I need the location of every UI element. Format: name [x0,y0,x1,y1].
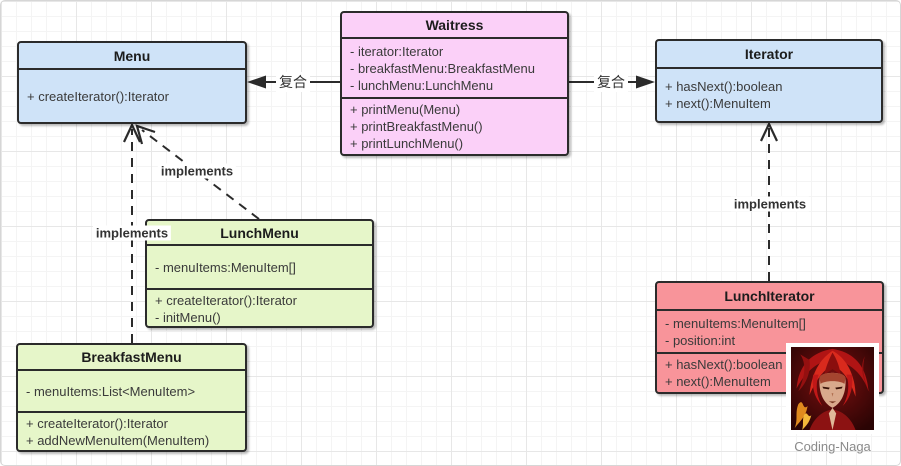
method-row: + createIterator():Iterator [27,88,169,104]
method-row: + createIterator():Iterator [26,416,168,431]
method-row: + printMenu(Menu) [350,102,461,117]
methods-section: + createIterator():Iterator - initMenu() [147,288,372,328]
realization-arrow-lunchiterator-iterator[interactable] [760,121,778,281]
class-title-waitress: Waitress [342,13,567,39]
method-row: + printBreakfastMenu() [350,119,483,134]
class-box-lunchiterator[interactable]: LunchIterator - menuItems:MenuItem[] - p… [655,281,884,394]
realization-arrow-breakfastmenu-menu[interactable] [123,122,141,343]
attributes-section: - iterator:Iterator - breakfastMenu:Brea… [342,39,567,97]
attribute-row: - lunchMenu:LunchMenu [350,77,494,93]
method-row: + printLunchMenu() [350,136,464,151]
relation-label-implements-lunchiterator: implements [730,196,810,212]
relation-label-composition-menu: 复合 [276,72,310,92]
attribute-row: - iterator:Iterator [350,43,444,59]
class-title-breakfastmenu: BreakfastMenu [18,345,245,371]
watermark-avatar-image [791,347,874,430]
class-box-breakfastmenu[interactable]: BreakfastMenu - menuItems:List<MenuItem>… [16,343,247,452]
method-row: + hasNext():boolean [665,79,783,94]
class-box-lunchmenu[interactable]: LunchMenu - menuItems:MenuItem[] + creat… [145,219,374,328]
method-row: + next():MenuItem [665,374,771,389]
attribute-row: - menuItems:MenuItem[] [665,315,806,331]
class-title-menu: Menu [19,43,245,70]
class-box-iterator[interactable]: Iterator + hasNext():boolean + next():Me… [655,39,883,123]
attribute-row: - menuItems:MenuItem[] [155,259,296,275]
attribute-row: - breakfastMenu:BreakfastMenu [350,60,535,76]
method-row: + next():MenuItem [665,96,771,111]
class-title-lunchiterator: LunchIterator [657,283,882,311]
class-title-iterator: Iterator [657,41,881,69]
class-box-waitress[interactable]: Waitress - iterator:Iterator - breakfast… [340,11,569,156]
relation-label-implements-lunchmenu: implements [157,163,237,179]
class-title-lunchmenu: LunchMenu [147,221,372,246]
class-box-menu[interactable]: Menu + createIterator():Iterator [17,41,247,124]
methods-section: + createIterator():Iterator + addNewMenu… [18,411,245,451]
attribute-row: - position:int [665,332,736,348]
method-row: - initMenu() [155,310,221,325]
method-row: + addNewMenuItem(MenuItem) [26,433,210,448]
methods-section: + hasNext():boolean + next():MenuItem [657,69,881,121]
watermark-caption: Coding-Naga [794,439,871,454]
relation-label-implements-breakfastmenu: implements [92,225,172,241]
method-row: + hasNext():boolean [665,357,783,372]
watermark-card [786,343,879,434]
attributes-section: - menuItems:MenuItem[] - position:int [657,311,882,352]
methods-section: + createIterator():Iterator [19,70,245,122]
realization-arrow-lunchmenu-menu[interactable] [135,124,260,220]
attributes-section: - menuItems:MenuItem[] [147,246,372,288]
attribute-row: - menuItems:List<MenuItem> [26,383,196,399]
methods-section: + printMenu(Menu) + printBreakfastMenu()… [342,97,567,154]
relation-label-composition-iterator: 复合 [594,72,628,92]
method-row: + createIterator():Iterator [155,293,297,308]
attributes-section: - menuItems:List<MenuItem> [18,371,245,411]
methods-section: + hasNext():boolean + next():MenuItem [657,352,882,392]
